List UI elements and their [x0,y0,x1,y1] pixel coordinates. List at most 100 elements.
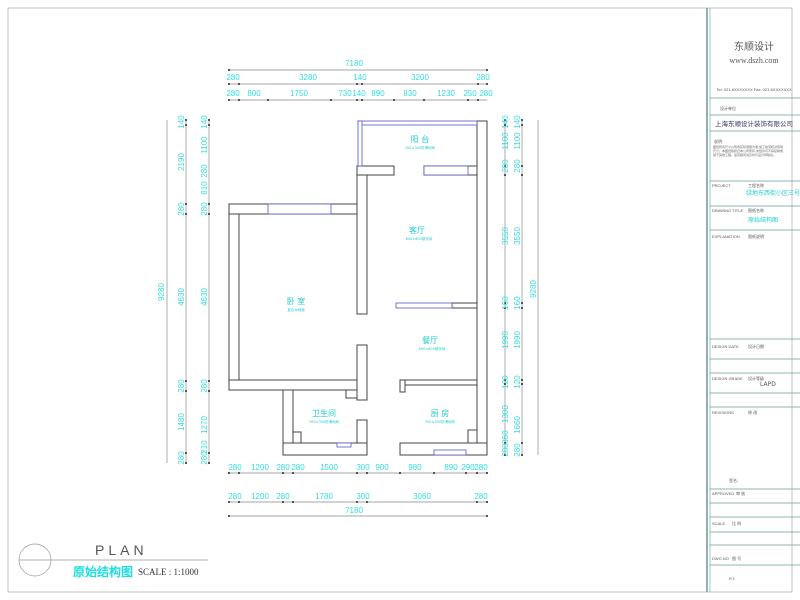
dimension-label: 280 [513,159,522,173]
dimension-label: 3550 [513,227,522,245]
dimension-label: 280 [177,202,186,216]
dwg-no-label: DWG.NO [712,556,729,561]
balcony-door-window [423,165,469,176]
dimension-label: 280 [200,164,209,178]
dimension-label: 3200 [411,73,429,82]
interior-wall [356,344,368,401]
dimension-tick [228,472,230,474]
drawing-title-value: 原始结构图 [748,216,778,224]
plan-title-en: PLAN [95,542,148,558]
dimension-label: 280 [200,202,209,216]
dimension-tick [208,119,210,121]
revisions-label: REVISIONS [712,410,734,415]
dimension-label: 2190 [177,153,186,171]
dimension-tick [521,383,523,385]
dimension-label: 140 [501,115,510,129]
dimension-label: 980 [408,463,422,472]
dimension-label: 290 [461,463,475,472]
dimension-label: 300 [356,492,370,501]
dimension-label: 280 [474,463,488,472]
dimension-label: 250 [463,89,477,98]
dimension-tick [330,99,332,101]
room-labels: 阳 台 300×300防滑地砖 客厅 600×600玻化砖 卧 室 复合木地板 … [287,134,456,424]
dimension-tick [486,472,488,474]
dimension-tick [208,124,210,126]
project-value: 绿地东西街小区三号楼五单元 [746,189,800,197]
dimension-tick [366,501,368,503]
dimension-tick [521,174,523,176]
explanation-label: EXPLANATION [712,234,740,239]
dimension-tick [228,515,230,517]
living-dining-glass-partition [395,302,453,309]
dimension-label: 280 [291,463,305,472]
room-bathroom: 卫生间 [312,408,336,418]
dimension-tick [238,501,240,503]
dimension-tick [393,99,395,101]
sign-label: 签名: [729,477,738,483]
bathroom-window [336,442,352,448]
drawing-frame [7,7,793,593]
dimension-label: 280 [226,89,240,98]
walls [228,120,488,456]
dimension-tick [208,462,210,464]
dimension-label: 890 [444,463,458,472]
kitchen-wall-stub [399,379,406,393]
dimension-label: 730 [338,89,352,98]
dimension-label: 830 [403,89,417,98]
dimension-label: 7180 [345,59,363,68]
dimension-tick [208,380,210,382]
dimension-tick [228,501,230,503]
dimension-tick [208,213,210,215]
room-dining: 餐厅 [422,336,438,345]
dimension-tick [476,472,478,474]
room-balcony-floor: 300×300防滑地砖 [405,145,436,150]
dimension-tick [486,83,488,85]
dimension-label: 280 [276,463,290,472]
dimension-label: 3280 [299,73,317,82]
dimension-label: 3550 [501,227,510,245]
dimension-tick [504,119,506,121]
dimension-label: 1230 [437,89,455,98]
east-wall [476,120,488,456]
design-grade-sub: 设计等级 [748,375,764,381]
balcony-partition-wall [356,165,395,176]
bathroom-corner-ne [345,389,358,399]
dimension-tick [292,501,294,503]
approved-sub: 审 核 [736,490,745,496]
kitchen-corner [467,429,478,444]
dimension-label: 1100 [501,132,510,150]
room-dining-floor: 600×600玻化砖 [419,346,446,351]
project-label: PROJECT [712,183,731,188]
dimension-label: 9280 [157,283,166,301]
dimension-label: 1100 [513,132,522,150]
dimension-tick [282,472,284,474]
dimension-tick [433,472,435,474]
dimension-label: 4630 [200,288,209,306]
dimension-label: 280 [177,451,186,465]
company-logo-text: 东顺设计 [734,40,774,53]
dimension-label: 900 [375,463,389,472]
dimension-label: 280 [479,89,493,98]
dimension-tick [208,390,210,392]
balcony-window-north [357,120,478,126]
room-balcony: 阳 台 [411,134,430,144]
dimension-tick [282,501,284,503]
dimension-label: 1270 [200,416,209,434]
scale-label: SCALE [712,521,725,526]
dimension-tick [185,452,187,454]
dimension-label: 280 [177,379,186,393]
dimension-label: 800 [247,89,261,98]
dimension-tick [521,165,523,167]
bathroom-south-wall [282,442,368,456]
bedroom-south-wall [228,379,358,391]
dimension-label: 140 [513,115,522,129]
notes-label: 说明: [714,138,723,144]
dimension-label: 1660 [513,416,522,434]
dimension-label: 160 [513,296,522,310]
plan-title-cn: 原始结构图 [73,564,133,579]
dimension-label: 140 [200,115,209,129]
dimension-tick [521,379,523,381]
dimension-label: 280 [501,159,510,173]
design-date-sub: 设计日期 [748,343,764,349]
dimension-tick [477,99,479,101]
